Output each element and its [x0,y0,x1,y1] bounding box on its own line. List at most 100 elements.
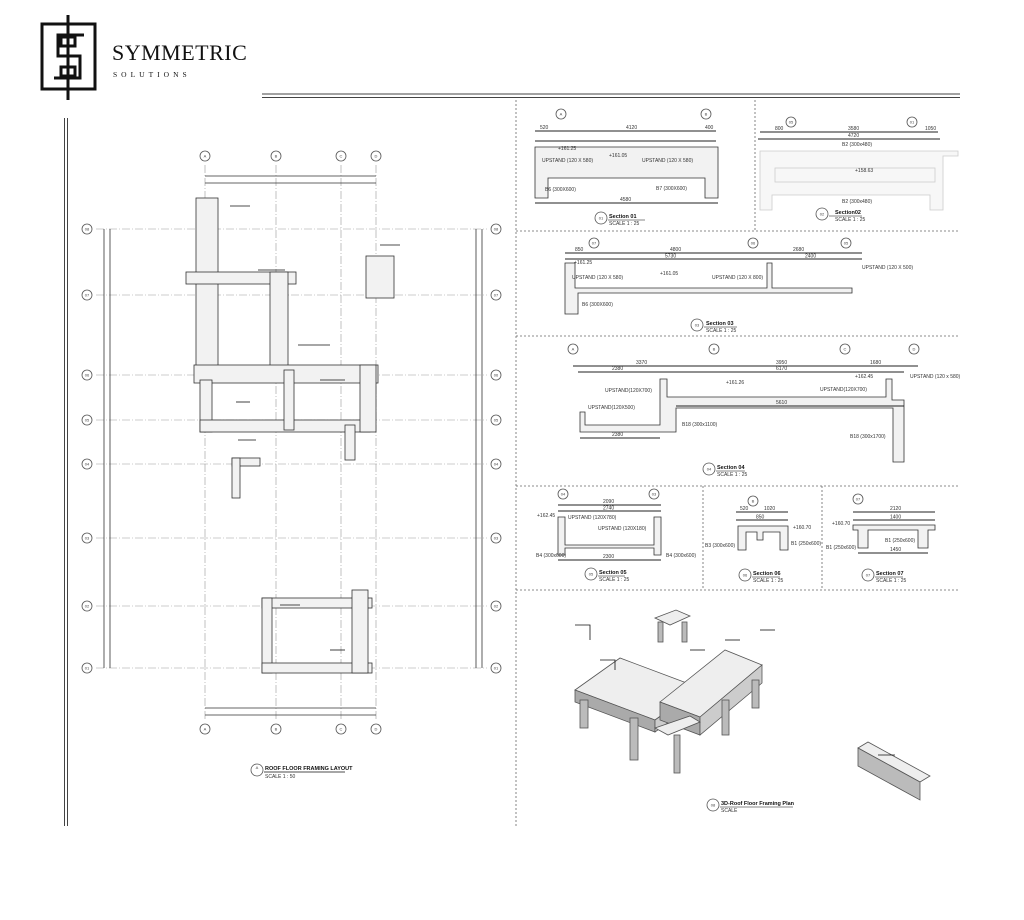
dimension: 2740 [603,506,614,512]
dimension: 520 [740,506,749,512]
dimension: 850 [756,515,765,521]
grid-label: A [560,112,563,117]
dimension: 2300 [603,554,614,560]
grid-label: 08 [494,227,499,232]
section-05: 04 03 2090 2740 2300 UPSTAND (120X780) U… [536,488,696,583]
grid-label: 07 [494,293,499,298]
member-label: UPSTAND (120 x 580) [910,374,961,380]
member-label: UPSTAND (120X180) [598,526,647,532]
level-label: +161.26 [726,380,744,386]
level-label: +160.70 [832,521,850,527]
grid-label: B [275,727,278,732]
member-label: UPSTAND (120 X 580) [572,275,623,281]
logo-mark-icon [40,15,97,100]
section-scale: SCALE 1 : 25 [717,472,748,478]
section-callout: 05 [589,572,594,577]
section-title: Section 03 [706,321,734,327]
sheet-frame [64,93,960,826]
section-scale: SCALE 1 : 25 [835,217,866,223]
roof-3d-framing-view: 08 3D-Roof Floor Framing Plan SCALE [574,609,931,814]
grid-label: 03 [494,536,499,541]
grid-label: A [204,727,207,732]
dimension: 4580 [620,197,631,203]
section-04: A B C D 3370 3950 1680 2380 6170 5610 23… [567,343,961,478]
grid-label: 06 [751,241,756,246]
section-01: A B 520 4120 400 4580 UPSTAND (120 X 580… [534,108,719,227]
member-label: UPSTAND(120X500) [588,405,635,411]
plan-dimension-lines [103,175,483,716]
grid-label: 06 [494,373,499,378]
section-callout: 02 [820,212,825,217]
view-scale: SCALE [721,808,738,814]
member-label: UPSTAND (120 X 500) [862,265,913,271]
dimension: 520 [540,125,549,131]
grid-label: 05 [789,120,794,125]
level-label: +162.45 [537,513,555,519]
section-callout: 06 [743,573,748,578]
section-title: Section 06 [753,571,781,577]
section-07: 07 2120 1400 1450 B1 (250x600) B1 (250x6… [826,493,936,584]
brand-tagline: SOLUTIONS [113,70,191,79]
plan-title: ROOF FLOOR FRAMING LAYOUT [265,766,353,772]
dimension: 3580 [848,126,859,132]
plan-scale: SCALE 1 : 50 [265,774,296,780]
grid-label: A [572,347,575,352]
grid-label: D [913,347,916,352]
section-02: 05 01 800 3580 1050 4720 B2 (300x480) B2… [758,116,959,223]
grid-label: 01 [85,666,90,671]
dimension: 5730 [665,254,676,260]
section-callout: 03 [695,323,700,328]
section-title: Section 04 [717,465,745,471]
plan-grid-lines [96,165,487,720]
level-label: +162.45 [855,374,873,380]
brand-logo: SYMMETRIC SOLUTIONS [40,15,247,100]
dimension: 2380 [612,432,623,438]
dimension: 2680 [793,247,804,253]
dimension: 1050 [925,126,936,132]
grid-label: D [375,154,378,159]
member-label: B1 (250x600) [885,538,915,544]
grid-label: B [705,112,708,117]
dimension: 2120 [890,506,901,512]
grid-label: 04 [85,462,90,467]
section-scale: SCALE 1 : 25 [753,578,784,584]
plan-column-bubbles-top: A B C D [199,150,382,162]
section-title: Section02 [835,210,861,216]
roof-floor-framing-plan: A B C D A B C D 08 07 06 05 04 03 02 01 … [81,150,502,780]
dimension: 2380 [612,366,623,372]
grid-label: 05 [85,418,90,423]
grid-label: 04 [494,462,499,467]
dimension: 1400 [890,515,901,521]
grid-label: 01 [494,666,499,671]
dimension: 6170 [776,366,787,372]
member-label: B18 (300x1700) [850,434,886,440]
member-label: B6 (300X600) [545,187,576,193]
plan-leaders [230,205,400,651]
dimension: 1020 [764,506,775,512]
dimension: 4120 [626,125,637,131]
section-title: Section 01 [609,214,637,220]
dimension: 4720 [848,133,859,139]
level-label: +161.05 [660,271,678,277]
grid-label: B [752,499,755,504]
grid-label: 05 [844,241,849,246]
member-label: UPSTAND(120X700) [820,387,867,393]
level-label: +161.25 [558,146,576,152]
member-label: B1 (250x600) [826,545,856,551]
grid-label: A [204,154,207,159]
grid-label: B [275,154,278,159]
grid-label: 02 [85,604,90,609]
section-scale: SCALE 1 : 25 [599,577,630,583]
grid-label: 03 [652,492,657,497]
plan-title-block: A ROOF FLOOR FRAMING LAYOUT SCALE 1 : 50 [250,763,353,780]
dimension: 2400 [805,254,816,260]
isometric-tags [575,624,895,756]
member-label: UPSTAND (120 X 580) [542,158,593,164]
member-label: UPSTAND (120 X 580) [642,158,693,164]
grid-label: 01 [910,120,915,125]
plan-row-bubbles: 08 07 06 05 04 03 02 01 08 07 06 05 04 0… [81,223,502,674]
member-label: B2 (300x480) [842,199,872,205]
grid-label: C [844,347,847,352]
level-label: +158.63 [855,168,873,174]
